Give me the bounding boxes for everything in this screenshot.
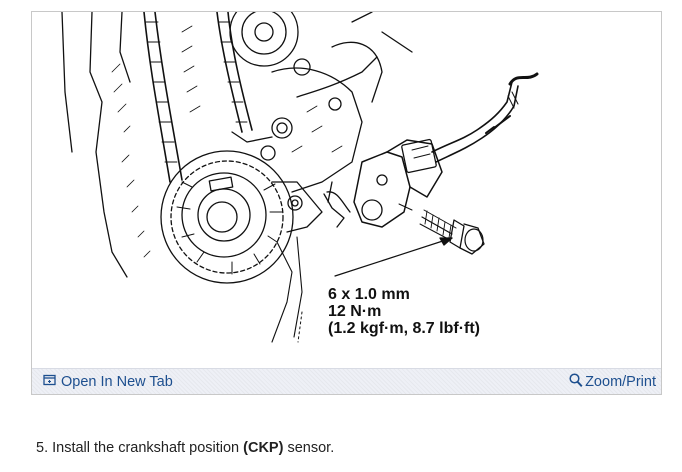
- figure-frame: 6 x 1.0 mm 12 N·m (1.2 kgf·m, 8.7 lbf·ft…: [31, 11, 662, 395]
- torque-imperial-label: (1.2 kgf·m, 8.7 lbf·ft): [328, 320, 481, 337]
- torque-nm-label: 12 N·m: [328, 303, 382, 320]
- step-number: 5.: [36, 440, 49, 456]
- open-in-new-tab-button[interactable]: Open In New Tab: [43, 373, 173, 391]
- open-in-new-tab-icon: [43, 374, 56, 390]
- figure-toolbar: Open In New Tab Zoom/Print: [32, 368, 661, 394]
- zoom-print-label: Zoom/Print: [585, 374, 656, 390]
- magnifier-icon: [569, 372, 583, 392]
- step-text-before: Install the crankshaft position: [52, 440, 240, 456]
- step-text-after: sensor.: [287, 440, 335, 456]
- torque-spec-callout: 6 x 1.0 mm 12 N·m (1.2 kgf·m, 8.7 lbf·ft…: [328, 286, 480, 337]
- open-in-new-tab-label: Open In New Tab: [61, 374, 173, 390]
- bolt-size-label: 6 x 1.0 mm: [328, 286, 410, 303]
- step-highlight: (CKP): [243, 440, 284, 456]
- zoom-print-button[interactable]: Zoom/Print: [569, 372, 656, 392]
- instruction-step: 5. Install the crankshaft position (CKP)…: [36, 440, 334, 456]
- ckp-sensor-illustration: [61, 12, 539, 343]
